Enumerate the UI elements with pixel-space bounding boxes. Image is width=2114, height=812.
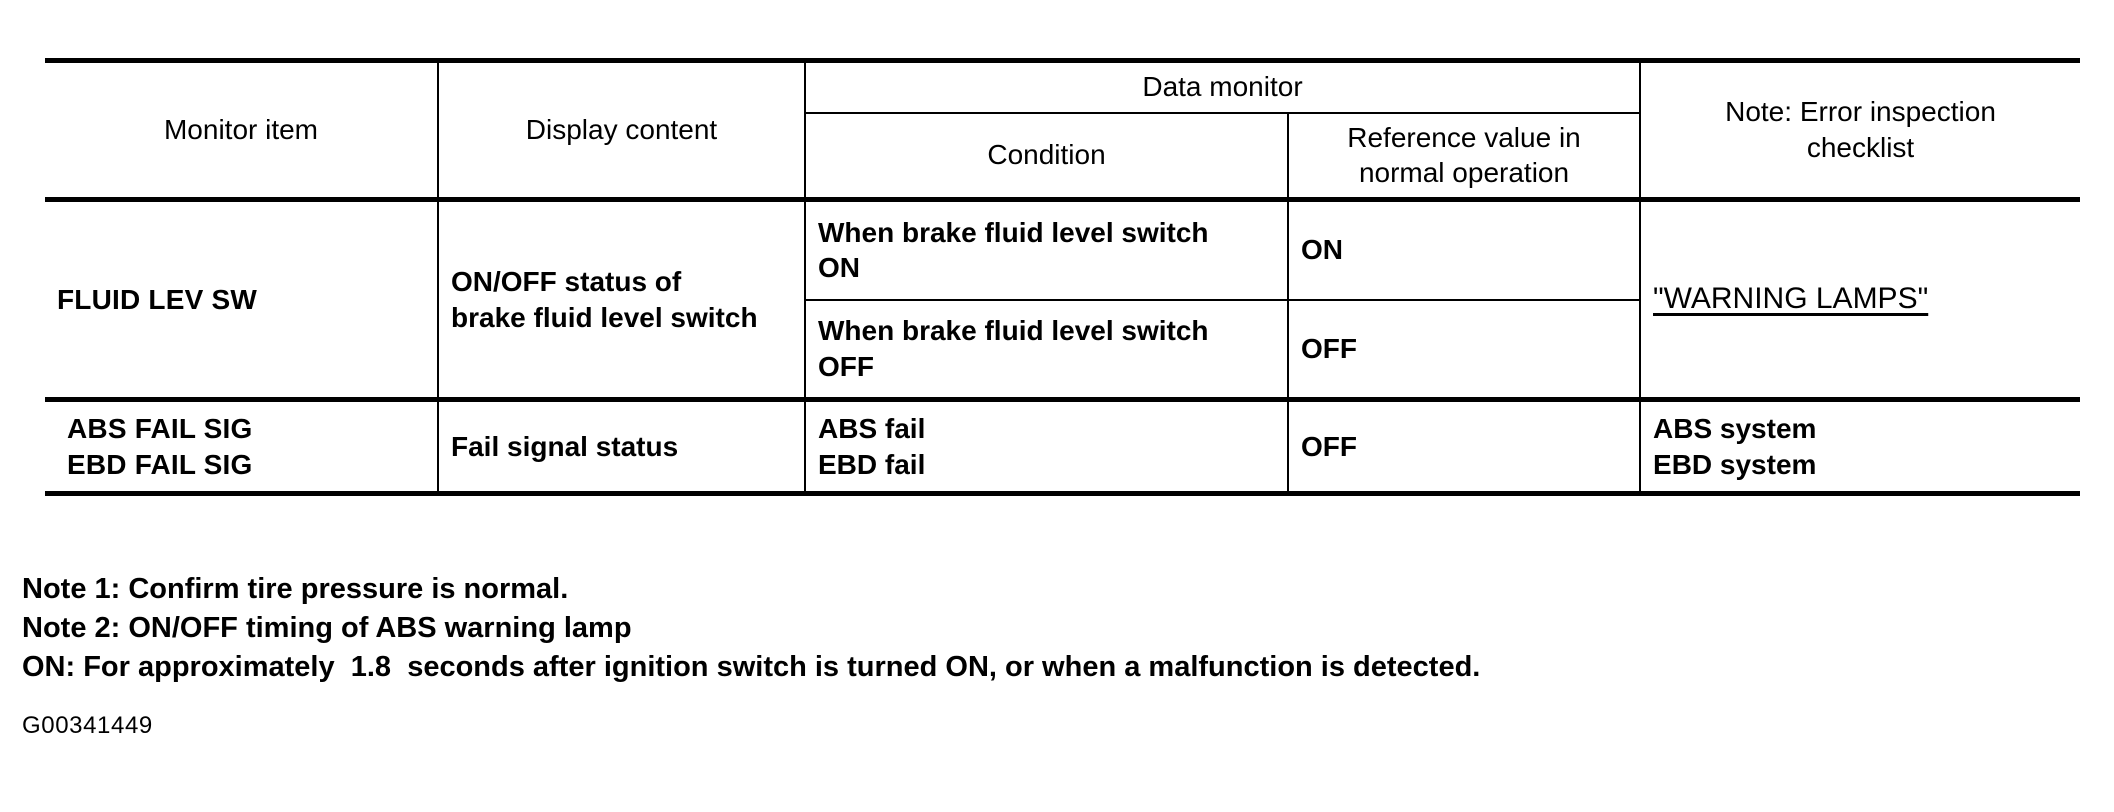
cell-note-warning-lamps: "WARNING LAMPS" xyxy=(1640,200,2080,400)
cell-monitor-item-fluid-lev-sw: FLUID LEV SW xyxy=(45,199,439,400)
table-row: When brake fluid level switch OFF OFF xyxy=(45,299,2080,403)
footnote-note-2: Note 2: ON/OFF timing of ABS warning lam… xyxy=(22,612,632,645)
on-timing-value: 1.8 xyxy=(350,651,392,684)
cell-monitor-item-abs-ebd-fail-sig: ABS FAIL SIG EBD FAIL SIG xyxy=(45,397,439,497)
header-row-2: Condition Reference value in normal oper… xyxy=(45,112,2080,203)
table-row: FLUID LEV SW ON/OFF status of brake flui… xyxy=(45,199,2080,400)
cell-condition-fluid-sw-off: When brake fluid level switch OFF xyxy=(805,299,1289,403)
header-note-error-inspection-checklist: Note: Error inspection checklist xyxy=(1640,57,2081,203)
header-condition: Condition xyxy=(805,112,1289,203)
abs-data-monitor-table: Monitor item Display content Data monito… xyxy=(45,57,2081,497)
header-data-monitor: Data monitor xyxy=(805,58,1642,114)
footnote-note-1: Note 1: Confirm tire pressure is normal. xyxy=(22,573,569,605)
cell-condition-fluid-sw-on: When brake fluid level switch ON xyxy=(805,199,1289,301)
header-reference-value: Reference value in normal operation xyxy=(1288,112,1642,203)
header-row-1: Monitor item Display content Data monito… xyxy=(45,57,2081,203)
cell-reference-value-abs-ebd-fail: OFF xyxy=(1288,397,1642,497)
header-display-content: Display content xyxy=(438,57,806,203)
figure-id: G00341449 xyxy=(22,712,153,739)
cell-reference-value-fluid-sw-on: ON xyxy=(1288,199,1642,301)
table-body: FLUID LEV SW ON/OFF status of brake flui… xyxy=(45,199,2081,497)
cell-condition-abs-ebd-fail: ABS fail EBD fail xyxy=(805,397,1289,497)
cell-display-content-fluid-lev-sw: ON/OFF status of brake fluid level switc… xyxy=(438,199,806,400)
spec-table-container: Monitor item Display content Data monito… xyxy=(45,57,2081,497)
footnote-on-timing: ON: For approximately 1.8 seconds after … xyxy=(22,651,2082,684)
cell-note-abs-ebd-system: ABS system EBD system xyxy=(1640,397,2081,497)
footnotes-block: Note 1: Confirm tire pressure is normal.… xyxy=(22,573,2082,684)
on-timing-suffix: seconds after ignition switch is turned … xyxy=(407,651,1481,684)
header-monitor-item: Monitor item xyxy=(45,57,439,203)
warning-lamps-link[interactable]: "WARNING LAMPS" xyxy=(1653,282,1929,316)
on-timing-prefix: ON: For approximately xyxy=(22,651,335,684)
cell-display-content-fail-signal-status: Fail signal status xyxy=(438,397,806,497)
table-row: ABS FAIL SIG EBD FAIL SIG Fail signal st… xyxy=(45,397,2081,497)
table-header: Monitor item Display content Data monito… xyxy=(45,57,2081,203)
cell-reference-value-fluid-sw-off: OFF xyxy=(1288,299,1642,403)
